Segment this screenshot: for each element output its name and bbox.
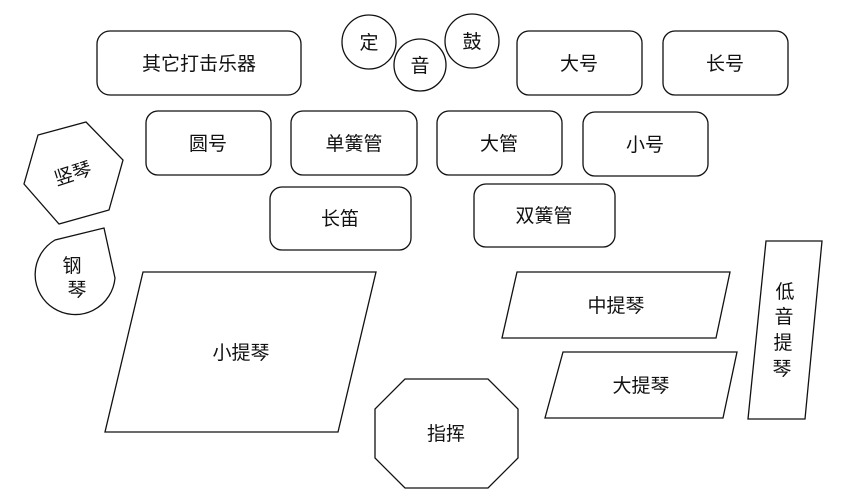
french-horn-box: [145, 110, 272, 176]
trombone-section: 长号: [662, 30, 789, 96]
timpani-label-1: 定: [359, 32, 378, 54]
viola-section: 中提琴: [501, 271, 731, 339]
double-bass-parallelogram: [747, 240, 823, 420]
double-bass-section: 低 音 提 琴: [747, 240, 823, 420]
piano-teardrop: [34, 227, 116, 316]
piano-label-2: 琴: [67, 279, 86, 301]
conductor-label: 指挥: [427, 423, 465, 445]
oboe-section: 双簧管: [473, 183, 616, 248]
harp-section: 竖琴: [23, 121, 124, 225]
violin-label: 小提琴: [212, 342, 269, 364]
double-bass-label-4: 琴: [772, 358, 791, 380]
tuba-section: 大号: [516, 30, 643, 96]
viola-label: 中提琴: [587, 295, 644, 317]
double-bass-label-3: 提: [773, 332, 792, 354]
french-horn-label: 圆号: [189, 133, 227, 155]
violin-section: 小提琴: [104, 271, 377, 433]
piano-label-1: 钢: [62, 255, 81, 277]
double-bass-label-1: 低: [775, 281, 794, 303]
oboe-box: [473, 183, 616, 248]
clarinet-section: 单簧管: [290, 110, 418, 176]
tuba-label: 大号: [560, 53, 598, 75]
piano-section: 钢 琴: [34, 227, 116, 316]
bassoon-label: 大管: [480, 133, 518, 155]
other-percussion-label: 其它打击乐器: [142, 53, 256, 75]
bassoon-section: 大管: [436, 110, 563, 176]
double-bass-label-2: 音: [774, 306, 793, 328]
trumpet-box: [582, 111, 709, 177]
timpani-drum-3: [444, 13, 500, 69]
other-percussion-box: [96, 30, 302, 96]
trumpet-section: 小号: [582, 111, 709, 177]
harp-hexagon: [23, 121, 124, 225]
trombone-box: [662, 30, 789, 96]
flute-box: [269, 186, 412, 251]
flute-label: 长笛: [321, 208, 359, 230]
cello-label: 大提琴: [612, 375, 669, 397]
timpani-drum-2: [393, 38, 447, 92]
timpani-label-3: 鼓: [462, 31, 481, 53]
oboe-label: 双簧管: [515, 205, 572, 227]
clarinet-label: 单簧管: [325, 133, 382, 155]
timpani-label-2: 音: [410, 55, 429, 77]
tuba-box: [516, 30, 643, 96]
other-percussion-section: 其它打击乐器: [96, 30, 302, 96]
viola-parallelogram: [501, 271, 731, 339]
cello-parallelogram: [544, 351, 738, 419]
trumpet-label: 小号: [626, 134, 664, 156]
timpani-drum-1: [341, 14, 397, 70]
french-horn-section: 圆号: [145, 110, 272, 176]
timpani-section: 定 音 鼓: [341, 13, 500, 92]
conductor-octagon: [374, 378, 519, 489]
clarinet-box: [290, 110, 418, 176]
violin-parallelogram: [104, 271, 377, 433]
cello-section: 大提琴: [544, 351, 738, 419]
bassoon-box: [436, 110, 563, 176]
trombone-label: 长号: [706, 53, 744, 75]
flute-section: 长笛: [269, 186, 412, 251]
conductor-section: 指挥: [374, 378, 519, 489]
